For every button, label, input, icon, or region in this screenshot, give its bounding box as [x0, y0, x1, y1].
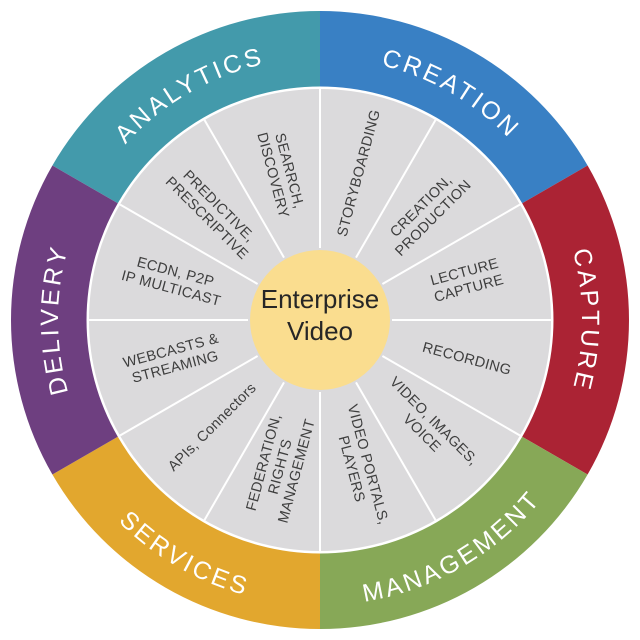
ring-segment-capture — [522, 165, 629, 475]
center-label-line2: Video — [287, 316, 353, 346]
ring-segment-services — [52, 436, 321, 629]
wheel-segment-webcasts-streaming: WEBCASTS & STREAMING — [122, 331, 221, 387]
center-label: Enterprise Video — [261, 284, 380, 346]
segment-divider-lines — [89, 89, 551, 551]
ring-segment-management — [320, 436, 588, 629]
ring-segment-delivery — [11, 165, 118, 475]
center-circle — [250, 250, 390, 390]
center-label-line1: Enterprise — [261, 284, 380, 314]
ring-segment-creation — [320, 11, 588, 204]
outer-ring — [11, 11, 629, 629]
ring-segment-analytics — [52, 11, 321, 204]
